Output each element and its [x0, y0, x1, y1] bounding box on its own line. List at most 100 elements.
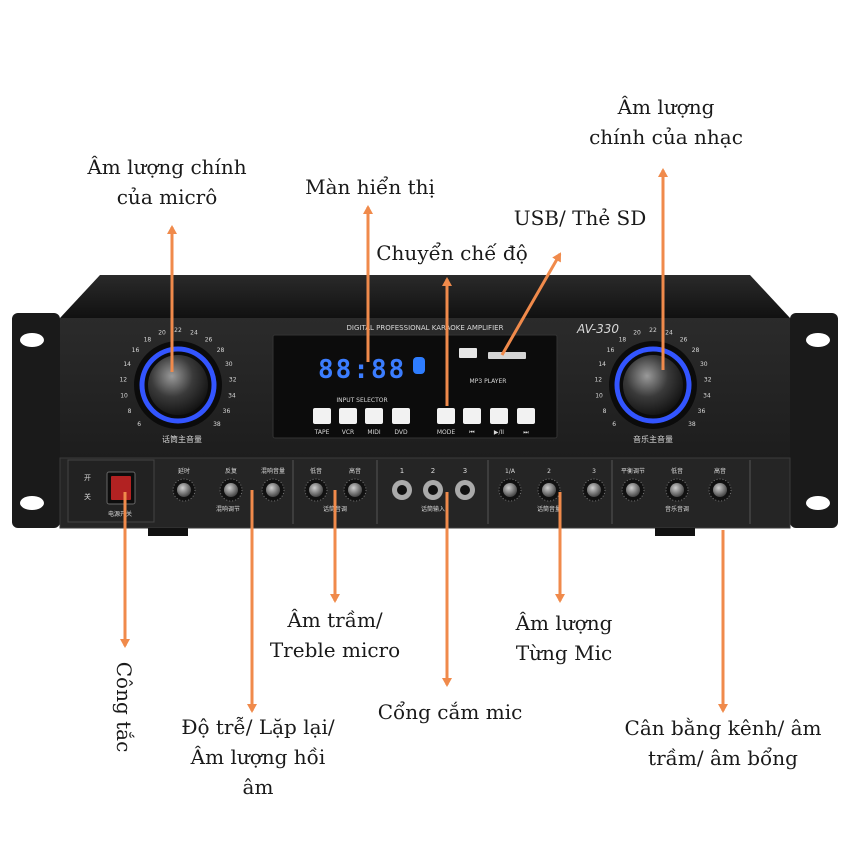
scale-tick-label: 10 — [595, 393, 603, 400]
mic-jack-3[interactable] — [455, 480, 475, 500]
panel-button-label: ⏮ — [469, 429, 475, 436]
label-power-switch: Công tắc — [112, 661, 136, 753]
mic-vol-knob-1-label: 2 — [547, 468, 551, 475]
mic-vol-knob-0[interactable] — [498, 478, 522, 502]
mp3-player-label: MP3 PLAYER — [470, 378, 507, 385]
power-off-label: 关 — [84, 492, 91, 501]
scale-tick-label: 36 — [223, 408, 231, 415]
mic-vol-knob-2-label: 3 — [592, 468, 596, 475]
panel-button-label: VCR — [342, 429, 354, 436]
music-tone-knob-1-label: 低音 — [671, 467, 683, 475]
scale-tick-label: 28 — [692, 347, 700, 354]
label-bass-treble-mic: Âm trầm/ Treble micro — [269, 608, 401, 662]
mic-knob-label: 话筒主音量 — [162, 434, 202, 444]
panel-button-7[interactable]: ⏭ — [517, 408, 535, 436]
music-tone-knob-2-label: 高音 — [714, 467, 726, 475]
scale-tick-label: 22 — [649, 327, 657, 334]
mic-tone-knob-1-label: 高音 — [349, 467, 361, 475]
mic-jack-label: 3 — [463, 467, 467, 475]
mic-vol-knob-0-label: 1/A — [505, 468, 516, 475]
label-balance-bass-treble: Cân bằng kênh/ âm trầm/ âm bổng — [624, 716, 822, 770]
music-tone-knob-2[interactable] — [708, 478, 732, 502]
power-switch[interactable] — [106, 471, 136, 505]
scale-tick-label: 16 — [132, 347, 140, 354]
mic-vol-knob-2[interactable] — [582, 478, 606, 502]
scale-tick-label: 34 — [703, 393, 711, 400]
scale-tick-label: 8 — [128, 408, 132, 415]
foot — [148, 528, 188, 536]
music-knob-label: 音乐主音量 — [633, 434, 673, 444]
panel-button-3[interactable]: DVD — [392, 408, 410, 436]
echo-knob-0-label: 延时 — [178, 467, 190, 475]
music-tone-group-label: 音乐音调 — [665, 505, 689, 513]
label-mic-jack: Cổng cắm mic — [377, 700, 523, 724]
music-tone-knob-0-label: 平衡调节 — [621, 467, 645, 475]
panel-button-label: ⏭ — [523, 429, 529, 436]
sd-slot-icon — [488, 352, 526, 359]
panel-button-6[interactable]: ▶/II — [490, 408, 508, 436]
panel-button-1[interactable]: VCR — [339, 408, 357, 436]
scale-tick-label: 24 — [665, 329, 673, 336]
panel-button-label: DVD — [394, 429, 408, 436]
mic-master-knob[interactable] — [134, 341, 222, 429]
jack-group-label: 话筒输入 — [421, 505, 445, 513]
scale-tick-label: 12 — [119, 377, 127, 384]
scale-tick-label: 34 — [228, 393, 236, 400]
mic-tone-knob-1[interactable] — [343, 478, 367, 502]
scale-tick-label: 26 — [680, 336, 688, 343]
echo-group-label: 混响调节 — [216, 505, 240, 513]
panel-button-4[interactable]: MODE — [437, 408, 456, 436]
model-label: AV-330 — [576, 322, 619, 336]
scale-tick-label: 12 — [594, 377, 602, 384]
mic-tone-knob-0-label: 低音 — [310, 467, 322, 475]
label-display: Màn hiển thị — [305, 175, 435, 199]
power-on-label: 开 — [84, 474, 91, 482]
scale-tick-label: 16 — [607, 347, 615, 354]
mic-jack-1[interactable] — [392, 480, 412, 500]
rack-ear-left — [12, 313, 60, 528]
mic-jack-label: 1 — [400, 467, 404, 475]
panel-button-0[interactable]: TAPE — [313, 408, 331, 436]
music-tone-knob-0[interactable] — [621, 478, 645, 502]
rack-hole — [806, 333, 830, 347]
echo-knob-1[interactable] — [219, 478, 243, 502]
music-tone-knob-1[interactable] — [665, 478, 689, 502]
panel-button-2[interactable]: MIDI — [365, 408, 383, 436]
mic-tone-knob-0[interactable] — [304, 478, 328, 502]
display-digits: 88:88 — [318, 355, 406, 385]
foot — [655, 528, 695, 536]
usb-port-icon — [459, 348, 477, 358]
power-label: 电源开关 — [108, 510, 132, 518]
scale-tick-label: 38 — [213, 421, 221, 428]
scale-tick-label: 10 — [120, 393, 128, 400]
scale-tick-label: 14 — [598, 361, 606, 368]
music-master-knob[interactable] — [609, 341, 697, 429]
scale-tick-label: 18 — [619, 336, 627, 343]
scale-tick-label: 38 — [688, 421, 696, 428]
device-header: DIGITAL PROFESSIONAL KARAOKE AMPLIFIER — [347, 324, 504, 332]
rack-hole — [20, 333, 44, 347]
echo-knob-2[interactable] — [261, 478, 285, 502]
scale-tick-label: 18 — [144, 336, 152, 343]
scale-tick-label: 20 — [633, 329, 641, 336]
panel-button-5[interactable]: ⏮ — [463, 408, 481, 436]
panel-button-label: TAPE — [314, 429, 330, 436]
scale-tick-label: 6 — [137, 421, 141, 428]
scale-tick-label: 20 — [158, 329, 166, 336]
echo-knob-0[interactable] — [172, 478, 196, 502]
rack-hole — [806, 496, 830, 510]
scale-tick-label: 6 — [612, 421, 616, 428]
mic-jack-2[interactable] — [423, 480, 443, 500]
mic-vol-knob-1[interactable] — [537, 478, 561, 502]
label-delay-repeat-echo: Độ trễ/ Lặp lại/ Âm lượng hồi âm — [181, 715, 335, 799]
scale-tick-label: 14 — [123, 361, 131, 368]
echo-knob-1-label: 反复 — [225, 467, 237, 475]
scale-tick-label: 32 — [229, 377, 237, 384]
scale-tick-label: 28 — [217, 347, 225, 354]
mic-vol-group-label: 话筒音量 — [537, 505, 561, 513]
button-row: TAPE VCR MIDI DVD MODE ⏮ ▶/II ⏭ — [313, 408, 535, 436]
